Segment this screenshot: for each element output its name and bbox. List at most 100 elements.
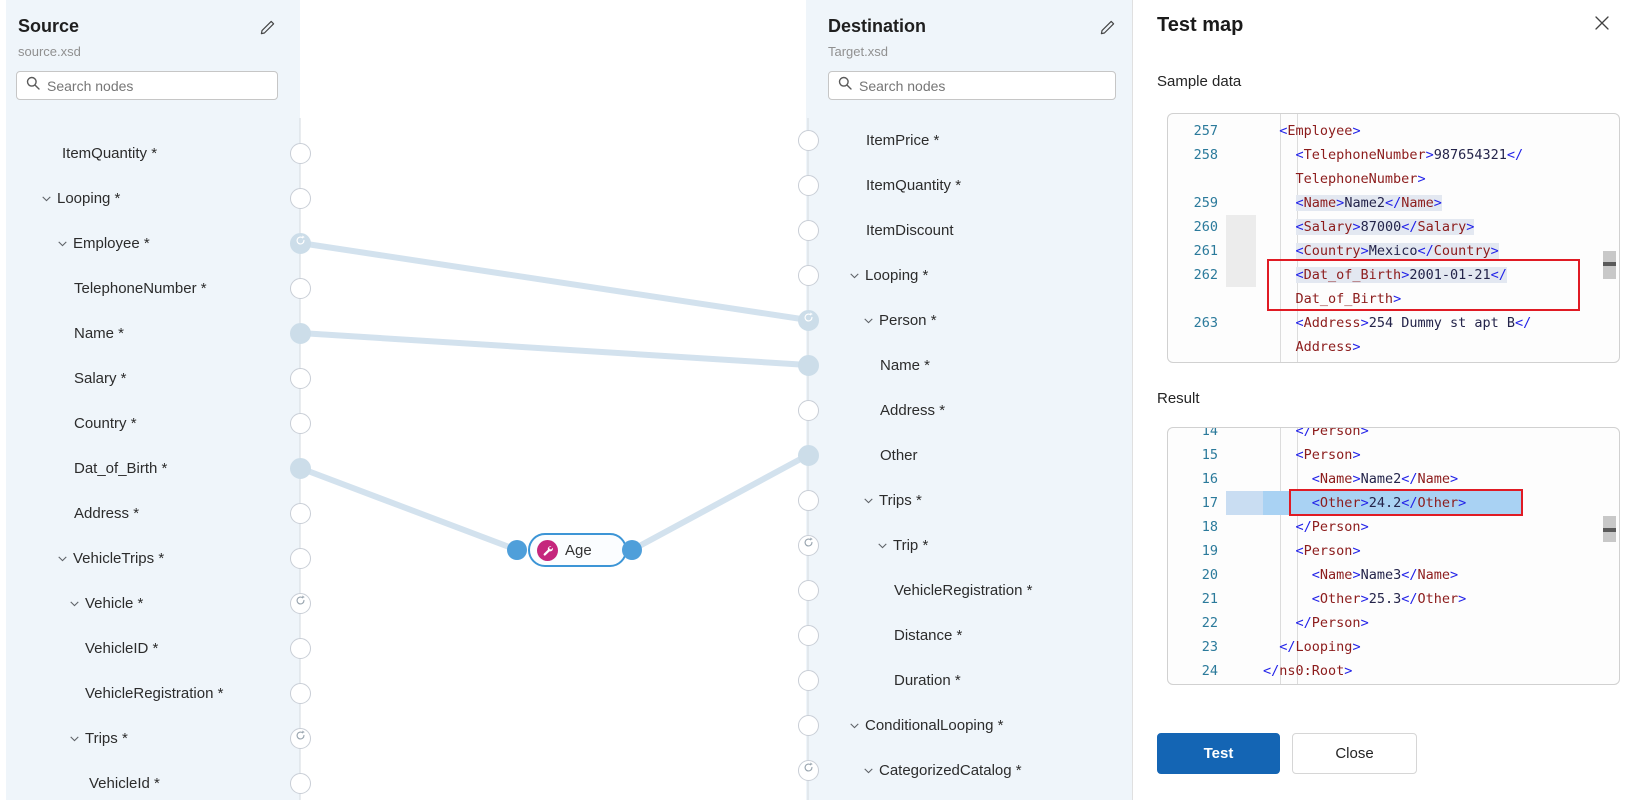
connection-handle-source[interactable]: [289, 547, 311, 569]
tree-node-source-address-[interactable]: Address *: [74, 501, 139, 525]
result-label: Result: [1157, 390, 1200, 407]
tree-node-destination-other[interactable]: Other: [880, 443, 918, 467]
tree-node-source-telephonenumber-[interactable]: TelephoneNumber *: [74, 276, 207, 300]
connection-handle-destination[interactable]: [797, 489, 819, 511]
connection-handle-source[interactable]: [289, 727, 311, 749]
tree-node-destination-duration-[interactable]: Duration *: [894, 668, 961, 692]
chevron-down-icon[interactable]: [876, 539, 889, 552]
connection-handle-destination[interactable]: [797, 624, 819, 646]
tree-node-destination-person-[interactable]: Person *: [862, 308, 937, 332]
connection-handle-destination[interactable]: [797, 174, 819, 196]
connection-edge[interactable]: [629, 452, 811, 553]
connection-handle-destination[interactable]: [797, 579, 819, 601]
chevron-down-icon[interactable]: [56, 552, 69, 565]
tree-node-source-vehicletrips-[interactable]: VehicleTrips *: [56, 546, 164, 570]
close-button[interactable]: Close: [1292, 733, 1417, 774]
line-number: 257: [1193, 123, 1218, 139]
function-input-port[interactable]: [507, 540, 527, 560]
tree-node-destination-trips-[interactable]: Trips *: [862, 488, 922, 512]
connection-handle-destination[interactable]: [797, 219, 819, 241]
connection-handle-destination[interactable]: [797, 444, 819, 466]
chevron-down-icon[interactable]: [40, 192, 53, 205]
result-editor[interactable]: 14 </Person>15 <Person>16 <Name>Name2</N…: [1167, 427, 1620, 685]
connection-handle-destination[interactable]: [797, 399, 819, 421]
destination-search-input[interactable]: [859, 77, 1107, 94]
function-output-port[interactable]: [622, 540, 642, 560]
connection-handle-destination[interactable]: [797, 129, 819, 151]
tree-node-label: Country *: [74, 414, 137, 432]
edit-destination-schema-icon[interactable]: [1098, 18, 1118, 43]
chevron-down-icon[interactable]: [68, 732, 81, 745]
tree-node-source-itemquantity-[interactable]: ItemQuantity *: [62, 141, 157, 165]
tree-node-destination-distance-[interactable]: Distance *: [894, 623, 962, 647]
tree-node-destination-itemquantity-[interactable]: ItemQuantity *: [866, 173, 961, 197]
connection-handle-source[interactable]: [289, 142, 311, 164]
chevron-down-icon[interactable]: [848, 269, 861, 282]
loop-icon: [294, 594, 307, 612]
tree-node-destination-categorizedcatalog-[interactable]: CategorizedCatalog *: [862, 758, 1022, 782]
connection-handle-source[interactable]: [289, 232, 311, 254]
connection-handle-destination[interactable]: [797, 714, 819, 736]
tree-node-source-looping-[interactable]: Looping *: [40, 186, 120, 210]
tree-node-source-dat-of-birth-[interactable]: Dat_of_Birth *: [74, 456, 167, 480]
connection-handle-source[interactable]: [289, 682, 311, 704]
connection-handle-source[interactable]: [289, 187, 311, 209]
close-icon[interactable]: [1592, 13, 1612, 33]
tree-node-destination-itemprice-[interactable]: ItemPrice *: [866, 128, 939, 152]
tree-node-source-country-[interactable]: Country *: [74, 411, 137, 435]
tree-node-destination-name-[interactable]: Name *: [880, 353, 930, 377]
connection-handle-source[interactable]: [289, 322, 311, 344]
connection-edge[interactable]: [297, 330, 811, 368]
connection-handle-destination[interactable]: [797, 264, 819, 286]
tree-node-destination-address-[interactable]: Address *: [880, 398, 945, 422]
connection-handle-destination[interactable]: [797, 669, 819, 691]
chevron-down-icon[interactable]: [862, 314, 875, 327]
tree-node-source-salary-[interactable]: Salary *: [74, 366, 127, 390]
line-number: 14: [1201, 427, 1218, 439]
connection-handle-source[interactable]: [289, 367, 311, 389]
chevron-down-icon[interactable]: [68, 597, 81, 610]
chevron-down-icon[interactable]: [862, 494, 875, 507]
scrollbar-thumb[interactable]: [1603, 251, 1616, 279]
tree-node-destination-looping-[interactable]: Looping *: [848, 263, 928, 287]
tree-node-source-trips-[interactable]: Trips *: [68, 726, 128, 750]
tree-node-destination-conditionallooping-[interactable]: ConditionalLooping *: [848, 713, 1003, 737]
function-node-age[interactable]: Age: [528, 533, 627, 567]
tree-node-destination-trip-[interactable]: Trip *: [876, 533, 928, 557]
connection-handle-source[interactable]: [289, 412, 311, 434]
connection-handle-source[interactable]: [289, 637, 311, 659]
test-button[interactable]: Test: [1157, 733, 1280, 774]
indent-guide: [1297, 428, 1298, 684]
connection-handle-source[interactable]: [289, 592, 311, 614]
source-search-input[interactable]: [47, 77, 269, 94]
tree-node-source-vehicleid-[interactable]: VehicleID *: [85, 636, 158, 660]
connection-handle-source[interactable]: [289, 502, 311, 524]
sample-data-editor[interactable]: </Employee>257 <Employee>258 <TelephoneN…: [1167, 113, 1620, 363]
chevron-down-icon[interactable]: [56, 237, 69, 250]
tree-node-label: Dat_of_Birth *: [74, 459, 168, 477]
connection-handle-destination[interactable]: [797, 534, 819, 556]
connection-handle-destination[interactable]: [797, 354, 819, 376]
tree-node-source-vehicleregistration-[interactable]: VehicleRegistration *: [85, 681, 223, 705]
edit-source-schema-icon[interactable]: [258, 18, 278, 43]
connection-handle-source[interactable]: [289, 457, 311, 479]
line-number: 23: [1201, 639, 1218, 655]
tree-node-destination-vehicleregistration-[interactable]: VehicleRegistration *: [894, 578, 1032, 602]
code-line: TelephoneNumber>: [1295, 171, 1426, 187]
code-line: <Salary>87000</Salary>: [1295, 219, 1475, 235]
connection-handle-source[interactable]: [289, 772, 311, 794]
tree-node-destination-itemdiscount[interactable]: ItemDiscount: [866, 218, 954, 242]
chevron-down-icon[interactable]: [848, 719, 861, 732]
scrollbar-thumb[interactable]: [1603, 516, 1616, 542]
connection-handle-destination[interactable]: [797, 309, 819, 331]
tree-node-label: ItemPrice *: [866, 131, 940, 149]
tree-node-source-vehicleid-[interactable]: VehicleId *: [89, 771, 160, 795]
connection-handle-destination[interactable]: [797, 759, 819, 781]
tree-node-source-employee-[interactable]: Employee *: [56, 231, 150, 255]
chevron-down-icon[interactable]: [862, 764, 875, 777]
tree-node-source-name-[interactable]: Name *: [74, 321, 124, 345]
connection-edge[interactable]: [297, 465, 520, 553]
tree-node-source-vehicle-[interactable]: Vehicle *: [68, 591, 143, 615]
connection-handle-source[interactable]: [289, 277, 311, 299]
connection-edge[interactable]: [297, 240, 811, 323]
